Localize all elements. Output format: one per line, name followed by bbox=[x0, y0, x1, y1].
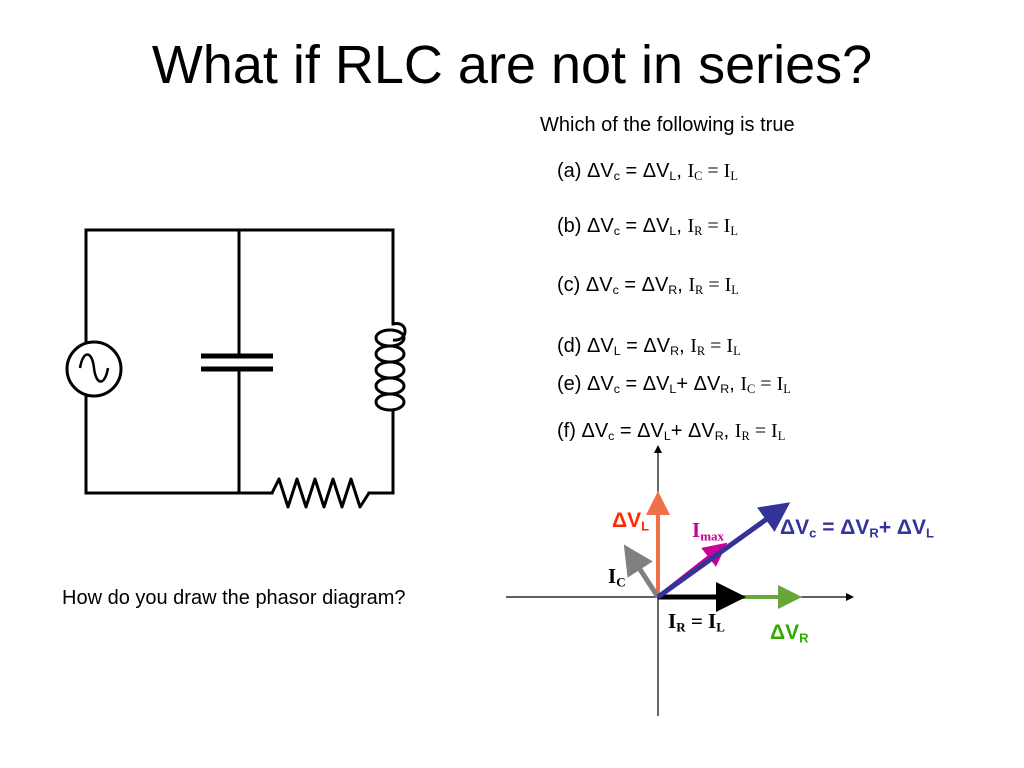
option-part: ΔV bbox=[688, 420, 715, 442]
phasor-prompt: How do you draw the phasor diagram? bbox=[62, 587, 406, 609]
option-part: = bbox=[618, 274, 642, 296]
option-letter: (e) bbox=[557, 373, 582, 395]
option-part: ΔV bbox=[642, 373, 670, 395]
option-c: (c) ΔVc = ΔVR, IR = IL bbox=[557, 275, 739, 297]
question-text: Which of the following is true bbox=[540, 114, 795, 136]
option-part: L bbox=[730, 224, 738, 239]
option-d: (d) ΔVL = ΔVR, IR = IL bbox=[557, 336, 741, 358]
option-letter: (d) bbox=[557, 335, 582, 357]
option-part: ΔV bbox=[693, 373, 721, 395]
option-part: ΔV bbox=[642, 215, 670, 237]
option-part: C bbox=[694, 169, 703, 184]
option-part: = bbox=[619, 215, 643, 237]
option-part: L bbox=[731, 283, 739, 298]
option-part: = bbox=[619, 373, 643, 395]
option-part: L bbox=[613, 344, 621, 359]
option-part: C bbox=[747, 382, 756, 397]
option-part: , bbox=[676, 215, 688, 237]
option-part: = bbox=[620, 335, 644, 357]
option-part: R bbox=[695, 283, 704, 298]
option-part: L bbox=[669, 169, 677, 184]
option-part: L bbox=[783, 382, 791, 397]
ac-source-icon bbox=[65, 340, 123, 398]
option-part: L bbox=[730, 169, 738, 184]
option-part: L bbox=[733, 344, 741, 359]
option-part: ΔV bbox=[637, 420, 664, 442]
option-part: I bbox=[687, 160, 695, 182]
option-part: I bbox=[687, 215, 695, 237]
option-part: = I bbox=[755, 373, 784, 395]
option-part: , bbox=[676, 160, 688, 182]
option-part: L bbox=[777, 429, 786, 444]
option-letter: (b) bbox=[557, 215, 582, 237]
option-part: c bbox=[613, 169, 620, 184]
option-part: R bbox=[670, 344, 680, 359]
inductor-icon bbox=[374, 322, 407, 412]
option-part: = bbox=[614, 420, 638, 442]
option-part: ΔV bbox=[585, 274, 613, 296]
option-part: c bbox=[613, 382, 620, 397]
option-part: = I bbox=[703, 274, 732, 296]
label-vl: ΔVL bbox=[612, 509, 650, 534]
option-part: ΔV bbox=[581, 420, 609, 442]
option-part: R bbox=[696, 344, 706, 359]
option-part: + bbox=[676, 373, 694, 395]
option-part: I bbox=[690, 335, 697, 357]
option-part: c bbox=[612, 283, 619, 298]
label-ic: IC bbox=[608, 564, 626, 590]
option-part: ΔV bbox=[587, 215, 614, 237]
resistor-icon bbox=[270, 477, 371, 509]
option-part: ΔV bbox=[587, 160, 614, 182]
option-part: R bbox=[714, 429, 724, 444]
capacitor-icon bbox=[201, 353, 273, 372]
option-part: ΔV bbox=[642, 160, 670, 182]
label-ir-il: IR = IL bbox=[668, 609, 725, 635]
option-part: = I bbox=[702, 215, 731, 237]
option-letter: (a) bbox=[557, 160, 582, 182]
option-a: (a) ΔVc = ΔVL, IC = IL bbox=[557, 161, 738, 183]
option-f: (f) ΔVc = ΔVL+ ΔVR, IR = IL bbox=[557, 421, 785, 443]
option-part: , bbox=[677, 274, 689, 296]
label-imax: Imax bbox=[692, 518, 725, 544]
option-part: I bbox=[740, 373, 748, 395]
option-part: L bbox=[669, 224, 677, 239]
option-part: + bbox=[670, 420, 689, 442]
option-part: = bbox=[619, 160, 643, 182]
option-part: ΔV bbox=[587, 335, 614, 357]
option-part: , bbox=[729, 373, 741, 395]
option-part: ΔV bbox=[587, 373, 614, 395]
option-part: R bbox=[720, 382, 730, 397]
label-vc: ΔVc = ΔVR+ ΔVL bbox=[780, 516, 934, 541]
option-letter: (f) bbox=[557, 420, 576, 442]
option-part: I bbox=[734, 420, 742, 442]
option-part: ΔV bbox=[641, 274, 669, 296]
phasor-ic bbox=[623, 544, 661, 599]
option-part: = I bbox=[702, 160, 731, 182]
option-part: R bbox=[741, 429, 750, 444]
option-letter: (c) bbox=[557, 274, 581, 296]
option-part: = I bbox=[749, 420, 778, 442]
option-part: L bbox=[663, 429, 671, 444]
option-part: = I bbox=[705, 335, 734, 357]
option-part: c bbox=[613, 224, 620, 239]
label-vr: ΔVR bbox=[770, 621, 809, 646]
option-e: (e) ΔVc = ΔVL+ ΔVR, IC = IL bbox=[557, 374, 791, 396]
option-part: R bbox=[668, 283, 678, 298]
option-part: L bbox=[669, 382, 677, 397]
option-part: c bbox=[608, 429, 615, 444]
phasor-vc bbox=[656, 502, 791, 600]
option-b: (b) ΔVc = ΔVL, IR = IL bbox=[557, 216, 738, 238]
option-part: , bbox=[679, 335, 691, 357]
slide-title: What if RLC are not in series? bbox=[151, 35, 873, 95]
option-part: , bbox=[723, 420, 735, 442]
option-part: ΔV bbox=[643, 335, 671, 357]
option-part: I bbox=[688, 274, 696, 296]
option-part: R bbox=[694, 224, 703, 239]
